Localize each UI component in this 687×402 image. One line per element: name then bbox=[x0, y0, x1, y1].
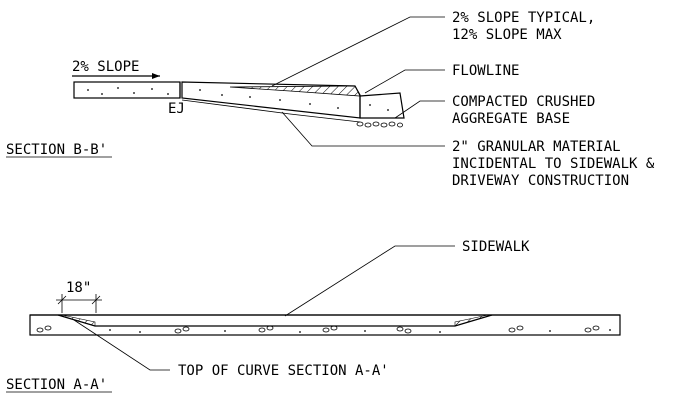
note-base-line2: AGGREGATE BASE bbox=[452, 111, 570, 127]
note-flowline: FLOWLINE bbox=[452, 63, 519, 79]
left-slab bbox=[73, 81, 181, 99]
leader-flowline bbox=[364, 69, 445, 94]
curb-gutter bbox=[359, 92, 405, 119]
granular-base-line bbox=[181, 99, 361, 123]
note-sidewalk: SIDEWALK bbox=[462, 239, 530, 255]
note-slope-line1: 2% SLOPE TYPICAL, bbox=[452, 10, 595, 26]
hatched-wedge bbox=[229, 85, 361, 97]
note-base-line1: COMPACTED CRUSHED bbox=[452, 94, 595, 110]
ej-label: EJ bbox=[168, 101, 185, 117]
leader-base bbox=[394, 100, 445, 119]
leader-granular bbox=[281, 111, 445, 147]
note-granular-line2: INCIDENTAL TO SIDEWALK & bbox=[452, 156, 655, 172]
leader-slope bbox=[271, 16, 445, 87]
aa-speckle bbox=[109, 329, 611, 333]
slope-label: 2% SLOPE bbox=[72, 59, 139, 75]
dimension-18: 18" bbox=[66, 280, 91, 296]
note-top-curve: TOP OF CURVE SECTION A-A' bbox=[178, 363, 389, 379]
note-granular-line1: 2" GRANULAR MATERIAL bbox=[452, 139, 621, 155]
aggregate-pattern bbox=[36, 325, 600, 334]
transition-hatch-left bbox=[57, 314, 96, 327]
section-aa-drawing bbox=[29, 245, 621, 371]
section-bb-drawing bbox=[72, 16, 445, 147]
note-slope-line2: 12% SLOPE MAX bbox=[452, 27, 562, 43]
curb-cut-profile bbox=[57, 314, 493, 327]
concrete-speckle bbox=[87, 87, 389, 111]
transition-hatch-right bbox=[454, 314, 493, 327]
leader-top-curve bbox=[73, 319, 170, 371]
leader-sidewalk bbox=[284, 245, 455, 317]
note-granular-line3: DRIVEWAY CONSTRUCTION bbox=[452, 173, 629, 189]
section-bb-title: SECTION B-B' bbox=[6, 142, 107, 158]
section-aa-title: SECTION A-A' bbox=[6, 377, 107, 393]
aggregate-base bbox=[356, 121, 403, 128]
